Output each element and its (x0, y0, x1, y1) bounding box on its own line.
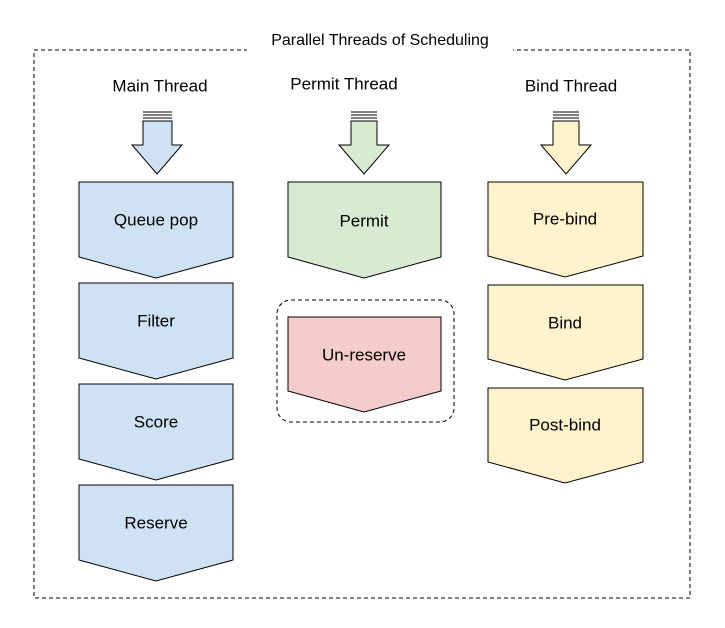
step-pre-bind: Pre-bind (487, 181, 644, 278)
step-label: Reserve (124, 513, 187, 532)
step-un-reserve: Un-reserve (287, 316, 442, 413)
main-thread-arrow-icon (130, 111, 184, 175)
step-queue-pop: Queue pop (78, 181, 234, 279)
step-label: Permit (339, 211, 388, 230)
step-filter: Filter (78, 282, 234, 380)
bind-thread-header: Bind Thread (525, 76, 617, 95)
step-label: Pre-bind (533, 209, 597, 228)
step-label: Bind (548, 313, 582, 332)
step-label: Post-bind (529, 415, 601, 434)
permit-thread-header: Permit Thread (290, 74, 397, 93)
step-label: Filter (137, 311, 175, 330)
permit-thread-arrow-icon (337, 111, 391, 175)
step-score: Score (78, 383, 234, 481)
diagram-title: Parallel Threads of Scheduling (271, 32, 489, 49)
unreserve-group-frame (276, 299, 455, 423)
step-post-bind: Post-bind (487, 387, 644, 484)
step-label: Un-reserve (322, 345, 406, 364)
step-label: Score (134, 412, 178, 431)
step-permit: Permit (287, 181, 442, 279)
step-bind: Bind (487, 284, 644, 381)
title-background (247, 38, 513, 58)
bind-thread-arrow-icon (539, 111, 593, 175)
step-reserve: Reserve (78, 484, 234, 582)
step-label: Queue pop (114, 210, 198, 229)
main-thread-header: Main Thread (112, 76, 207, 95)
